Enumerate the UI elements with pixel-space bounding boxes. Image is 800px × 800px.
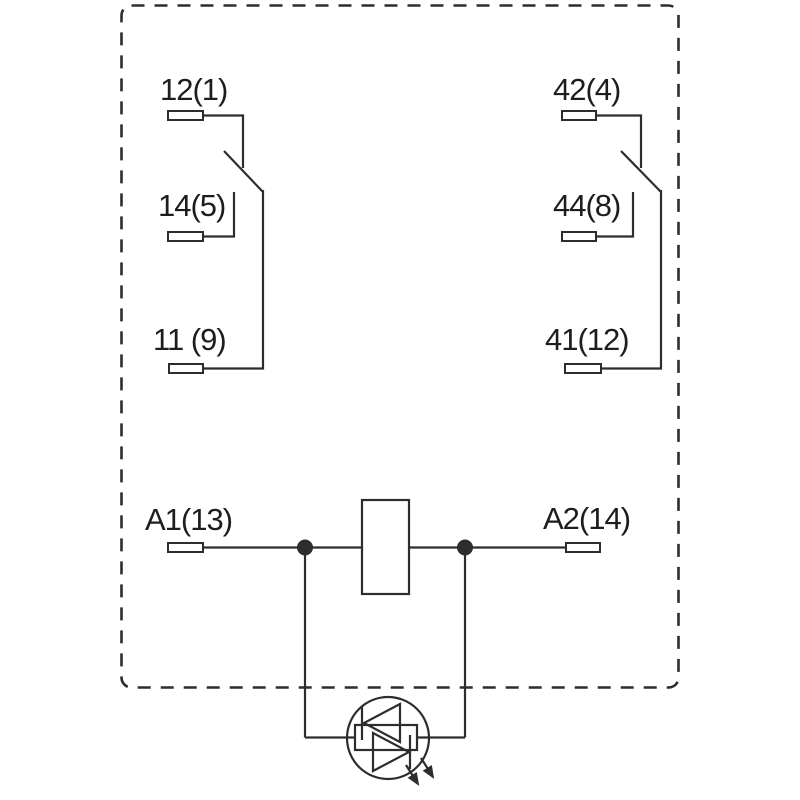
label-contact-11: 11 (9)	[153, 322, 226, 357]
label-contact-41: 41(12)	[545, 322, 629, 357]
terminal-44	[561, 231, 597, 242]
diode-triangle-up	[361, 702, 402, 744]
led-arrow-1	[405, 764, 420, 786]
terminal-42	[561, 110, 597, 121]
terminal-12	[167, 110, 204, 121]
label-coil-a1: A1(13)	[145, 502, 232, 537]
relay-enclosure-outline	[120, 4, 680, 689]
terminal-41	[564, 363, 602, 374]
led-emission-arrows	[405, 757, 435, 786]
wire-42	[596, 114, 643, 168]
contact-pole-1: 12(1) 14(5) 11 (9)	[153, 72, 265, 374]
label-contact-14: 14(5)	[158, 188, 225, 223]
junction-dot-right	[457, 539, 473, 556]
wire-11	[203, 190, 265, 370]
led-arrow-2	[420, 757, 435, 779]
label-contact-44: 44(8)	[553, 188, 620, 223]
terminal-a2	[565, 542, 601, 553]
led-module-box	[353, 723, 419, 752]
contact-blade-2	[620, 150, 662, 193]
wire-44	[596, 192, 635, 238]
wire-12	[203, 114, 245, 168]
contact-blade-1	[223, 150, 264, 193]
label-coil-a2: A2(14)	[543, 501, 630, 536]
terminal-11	[168, 363, 204, 374]
led-indicator-module	[305, 695, 465, 786]
terminal-14	[167, 231, 204, 242]
junction-dot-left	[297, 539, 313, 556]
label-contact-42: 42(4)	[553, 72, 620, 107]
wire-14	[203, 192, 236, 238]
label-contact-12: 12(1)	[160, 72, 227, 107]
contact-pole-2: 42(4) 44(8) 41(12)	[545, 72, 663, 374]
wire-41	[601, 190, 663, 370]
led-circle	[345, 695, 431, 781]
relay-coil	[360, 498, 411, 596]
diode-triangle-down	[371, 731, 412, 773]
terminal-a1	[167, 542, 204, 553]
coil-circuit: A1(13) A2(14)	[145, 498, 631, 738]
